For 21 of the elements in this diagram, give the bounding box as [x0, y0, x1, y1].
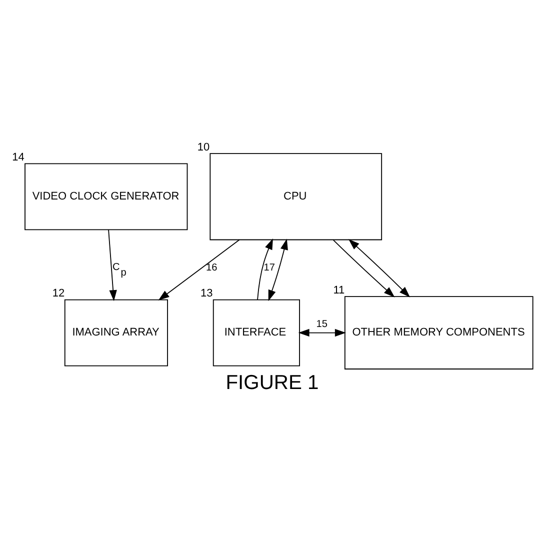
- arrow: [268, 238, 288, 301]
- arrow: [158, 238, 240, 300]
- arrow: [332, 239, 395, 297]
- node-box: IMAGING ARRAY: [64, 298, 168, 366]
- node-box: VIDEO CLOCK GENERATOR: [24, 162, 188, 230]
- edge-label: 16: [206, 262, 218, 274]
- edge-label: 15: [316, 318, 328, 330]
- node-label: 10: [197, 140, 210, 153]
- edge-label: 17: [264, 262, 276, 274]
- arrow: [298, 328, 346, 336]
- node-box: INTERFACE: [212, 298, 300, 366]
- node-label: 11: [333, 284, 345, 296]
- node-label: 14: [12, 151, 24, 164]
- arrow: [257, 238, 273, 300]
- node-label: 13: [200, 287, 213, 300]
- caption: FIGURE 1: [226, 371, 319, 394]
- node-box: OTHER MEMORY COMPONENTS: [344, 296, 534, 369]
- arrow: [108, 228, 117, 301]
- node-box: CPU: [210, 152, 382, 240]
- arrow: [348, 238, 410, 297]
- node-label: 12: [52, 287, 65, 300]
